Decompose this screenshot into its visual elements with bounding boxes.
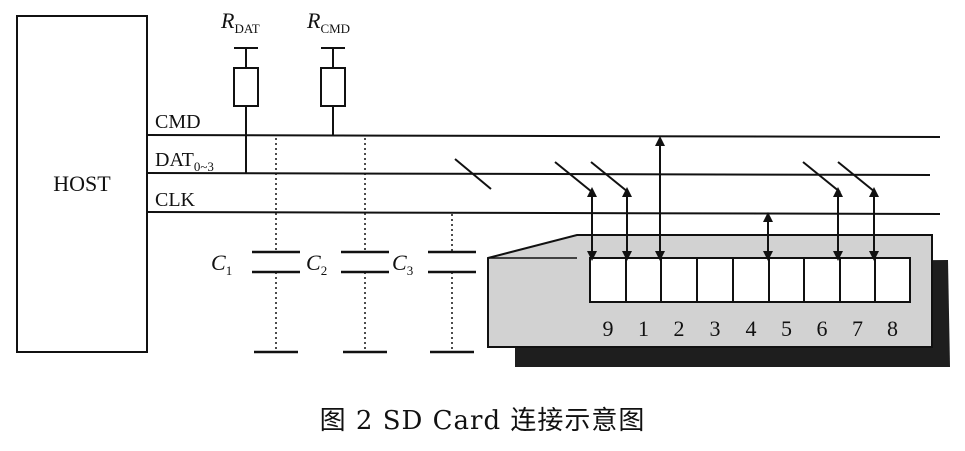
c3-letter: C: [392, 250, 407, 275]
pin-number-8: 8: [887, 316, 898, 341]
resistor-rcmd: [320, 47, 346, 136]
dat-label: DAT0~3: [155, 149, 214, 174]
pin-number-4: 4: [746, 316, 757, 341]
capacitor-c2: [341, 138, 389, 354]
contact-pin-2: [660, 257, 698, 303]
capacitor-c1-label: C1: [211, 250, 232, 278]
contact-pin-8: [874, 257, 911, 303]
c2-letter: C: [306, 250, 321, 275]
contact-pin-9: [589, 257, 627, 303]
contact-pins: [589, 257, 911, 303]
dat-line: [146, 172, 931, 176]
cmd-line: [146, 134, 941, 138]
contact-pin-7: [839, 257, 876, 303]
contact-pin-4: [732, 257, 770, 303]
contact-pin-3: [696, 257, 734, 303]
contact-pin-1: [625, 257, 662, 303]
contact-pin-6: [803, 257, 841, 303]
resistor-rdat-label: RDAT: [220, 8, 260, 36]
dat-label-sub: 0~3: [194, 159, 214, 174]
c1-letter: C: [211, 250, 226, 275]
resistor-rcmd-label: RCMD: [306, 8, 350, 36]
pin-number-3: 3: [710, 316, 721, 341]
figure-caption: 图 2 SD Card 连接示意图: [319, 406, 646, 436]
cmd-label: CMD: [155, 111, 201, 133]
pin-number-7: 7: [852, 316, 863, 341]
c1-sub: 1: [226, 263, 233, 278]
clk-label: CLK: [155, 189, 196, 211]
rcmd-letter: R: [306, 8, 321, 33]
rdat-letter: R: [220, 8, 235, 33]
c2-sub: 2: [321, 263, 328, 278]
resistor-rdat: [233, 47, 259, 173]
rcmd-sub: CMD: [320, 21, 350, 36]
capacitor-c2-label: C2: [306, 250, 327, 278]
pin-number-6: 6: [817, 316, 828, 341]
clk-line: [146, 211, 941, 215]
rdat-sub: DAT: [234, 21, 259, 36]
capacitor-c3-label: C3: [392, 250, 413, 278]
host-box: [16, 15, 148, 353]
capacitor-c3: [428, 214, 476, 354]
connection-arrows: [587, 136, 879, 261]
pin-number-2: 2: [674, 316, 685, 341]
pin-number-5: 5: [781, 316, 792, 341]
c3-sub: 3: [407, 263, 414, 278]
host-label: HOST: [53, 171, 111, 196]
contact-pin-5: [768, 257, 805, 303]
capacitor-c1: [252, 138, 300, 354]
pin-number-1: 1: [638, 316, 649, 341]
dat-label-main: DAT: [155, 149, 194, 171]
pin-number-9: 9: [603, 316, 614, 341]
